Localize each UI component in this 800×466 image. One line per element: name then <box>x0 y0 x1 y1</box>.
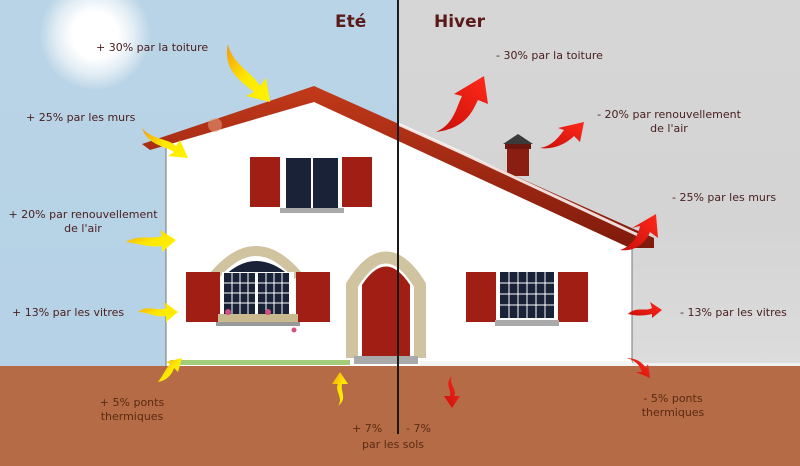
summer-arrow-bridges <box>158 358 182 382</box>
snow-strip <box>420 361 800 366</box>
summer-bridges-label: + 5% ponts thermiques <box>99 396 165 423</box>
chimney-icon <box>503 134 533 176</box>
summer-arrow-floor <box>332 372 348 406</box>
upper-window <box>250 157 372 213</box>
season-divider <box>397 0 399 434</box>
winter-floor-label: - 7% <box>406 422 431 435</box>
winter-air-label: - 20% par renouvellement de l'air <box>597 108 741 135</box>
winter-arrow-walls <box>620 214 658 251</box>
ground <box>0 366 800 466</box>
front-door <box>346 251 426 364</box>
winter-bridges-label: - 5% ponts thermiques <box>641 392 705 419</box>
winter-windows-label: - 13% par les vitres <box>680 306 787 319</box>
summer-arrow-air <box>126 230 176 252</box>
summer-air-label: + 20% par renouvellement de l'air <box>8 208 158 235</box>
winter-walls-label: - 25% par les murs <box>672 191 777 204</box>
summer-walls-label: + 25% par les murs <box>26 111 136 124</box>
summer-title: Eté <box>335 12 367 32</box>
winter-arrow-roof <box>436 76 488 132</box>
winter-arrow-bridges <box>626 358 650 378</box>
winter-roof-label: - 30% par la toiture <box>496 49 603 62</box>
roof <box>142 86 654 248</box>
lower-left-window <box>186 246 330 333</box>
grass-strip <box>170 360 350 365</box>
summer-windows-label: + 13% par les vitres <box>12 306 125 319</box>
winter-arrow-windows <box>628 302 662 318</box>
summer-floor-label: + 7% <box>352 422 383 435</box>
lower-right-window <box>466 270 588 326</box>
summer-arrow-windows <box>138 302 178 322</box>
winter-arrow-floor <box>444 376 460 408</box>
summer-arrow-walls <box>142 128 188 158</box>
floor-caption: par les sols <box>362 438 425 451</box>
winter-title: Hiver <box>434 12 486 32</box>
sun-icon <box>40 0 150 90</box>
winter-arrow-air <box>540 122 584 149</box>
summer-arrow-roof <box>226 44 270 102</box>
summer-roof-label: + 30% par la toiture <box>96 41 209 54</box>
